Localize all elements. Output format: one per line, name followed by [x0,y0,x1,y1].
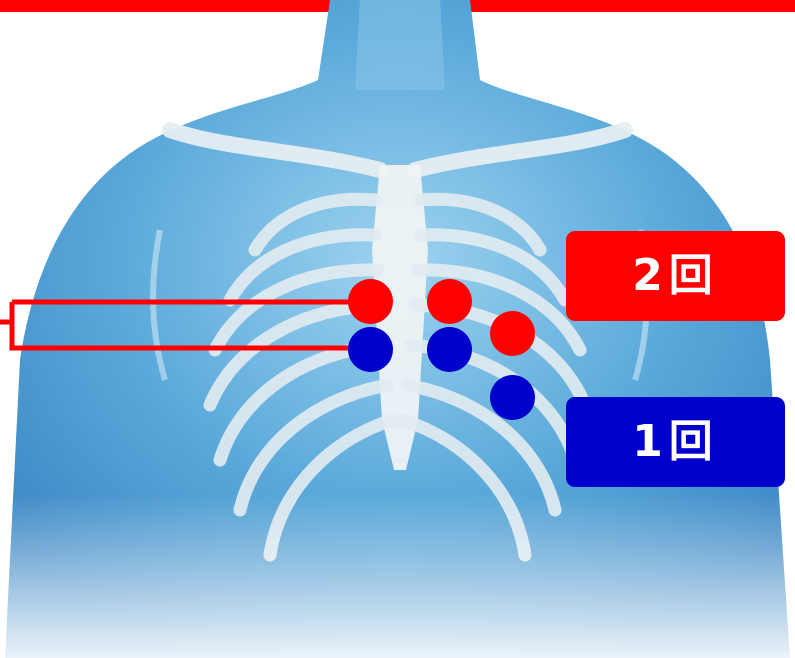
legend-label-once: 1回 [632,420,719,464]
connector-bracket-icon [0,290,360,360]
blue-marker [490,375,535,420]
legend-badge-twice: 2回 [566,231,785,321]
red-marker [427,279,472,324]
blue-marker [427,327,472,372]
bracket-line [0,302,352,348]
legend-label-twice: 2回 [632,254,719,298]
blue-marker [348,327,393,372]
red-marker [348,279,393,324]
red-marker [490,311,535,356]
legend-badge-once: 1回 [566,397,785,487]
